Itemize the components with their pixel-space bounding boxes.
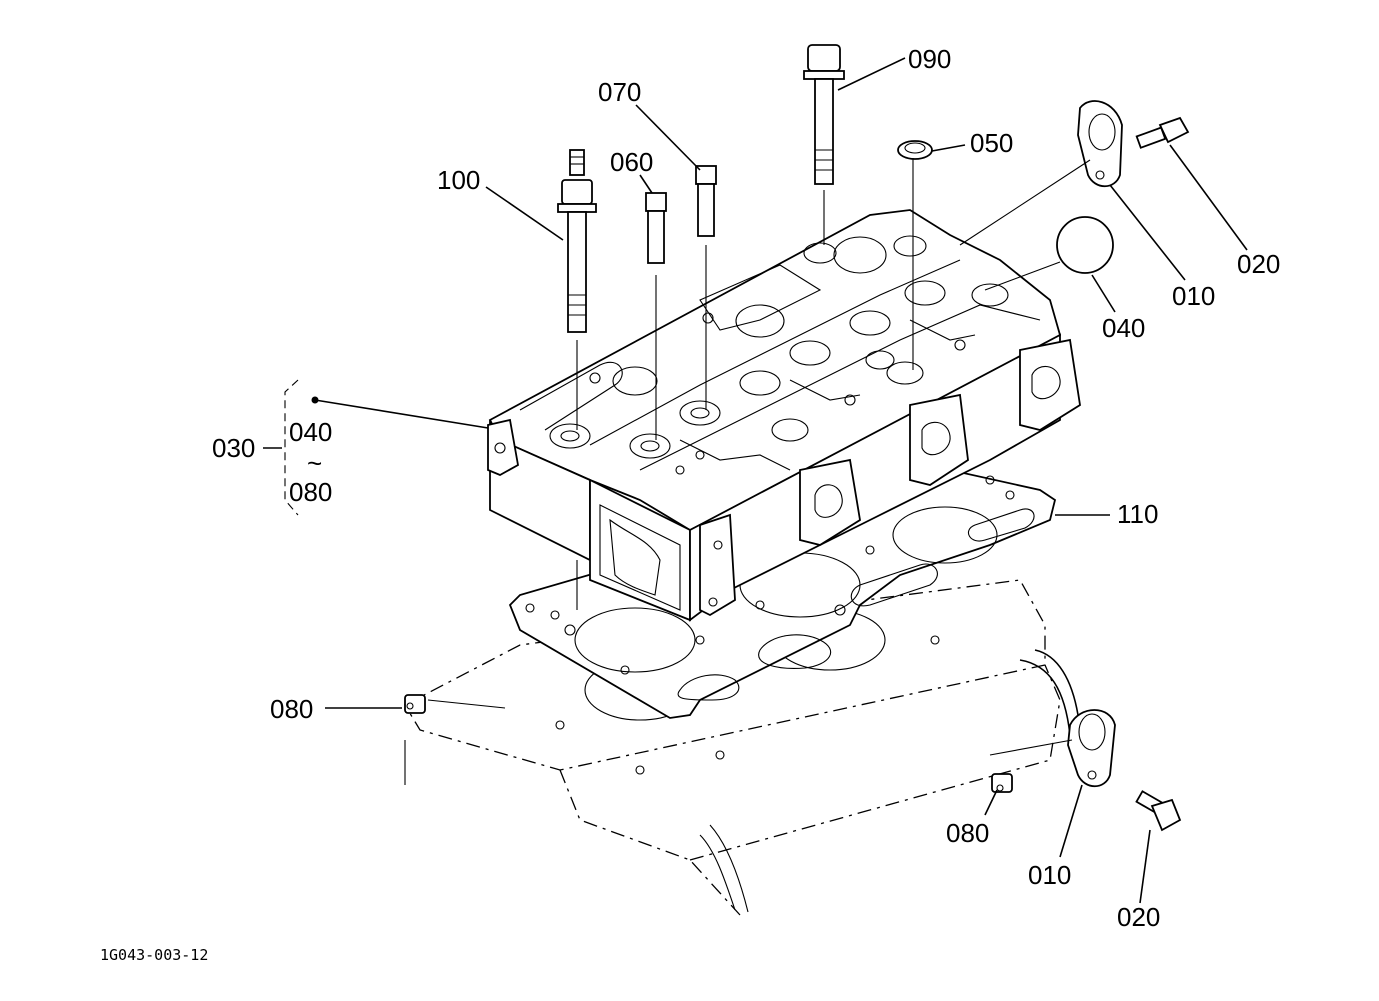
cylinder-head [487,209,1081,622]
leader-lines [311,57,1248,904]
callout-100: 100 [437,165,480,195]
seal-050 [897,140,933,370]
hanger-plate-010-top [959,100,1123,246]
assembly-bracket [263,379,299,516]
valve-guide-060 [645,192,667,440]
bolt-020-top [1135,116,1190,149]
assembly-range-from: 040 [289,417,332,447]
pin-080-left [404,694,506,714]
hanger-plate-010-bottom [989,709,1116,788]
callout-040: 040 [1102,313,1145,343]
callout-070: 070 [598,77,641,107]
callout-010-top: 010 [1172,281,1215,311]
head-bolt-090 [803,44,845,245]
callout-110: 110 [1117,499,1158,529]
callout-020-bottom: 020 [1117,902,1160,932]
stud-bolt-100 [557,149,597,610]
pin-080-bottom [991,773,1013,793]
assembly-range-to: 080 [289,477,332,507]
callout-020-top: 020 [1237,249,1280,279]
callout-050: 050 [970,128,1013,158]
callout-080-bottom: 080 [946,818,989,848]
assembly-code: 030 [212,433,255,463]
plug-040 [984,216,1114,291]
valve-guide-070 [695,165,717,410]
callout-090: 090 [908,44,951,74]
callout-060: 060 [610,147,653,177]
callout-080-left: 080 [270,694,313,724]
assembly-range-sep: ~ [307,448,322,478]
drawing-code: 1G043-003-12 [100,946,208,964]
callout-010-bottom: 010 [1028,860,1071,890]
bolt-020-bottom [1135,790,1182,832]
